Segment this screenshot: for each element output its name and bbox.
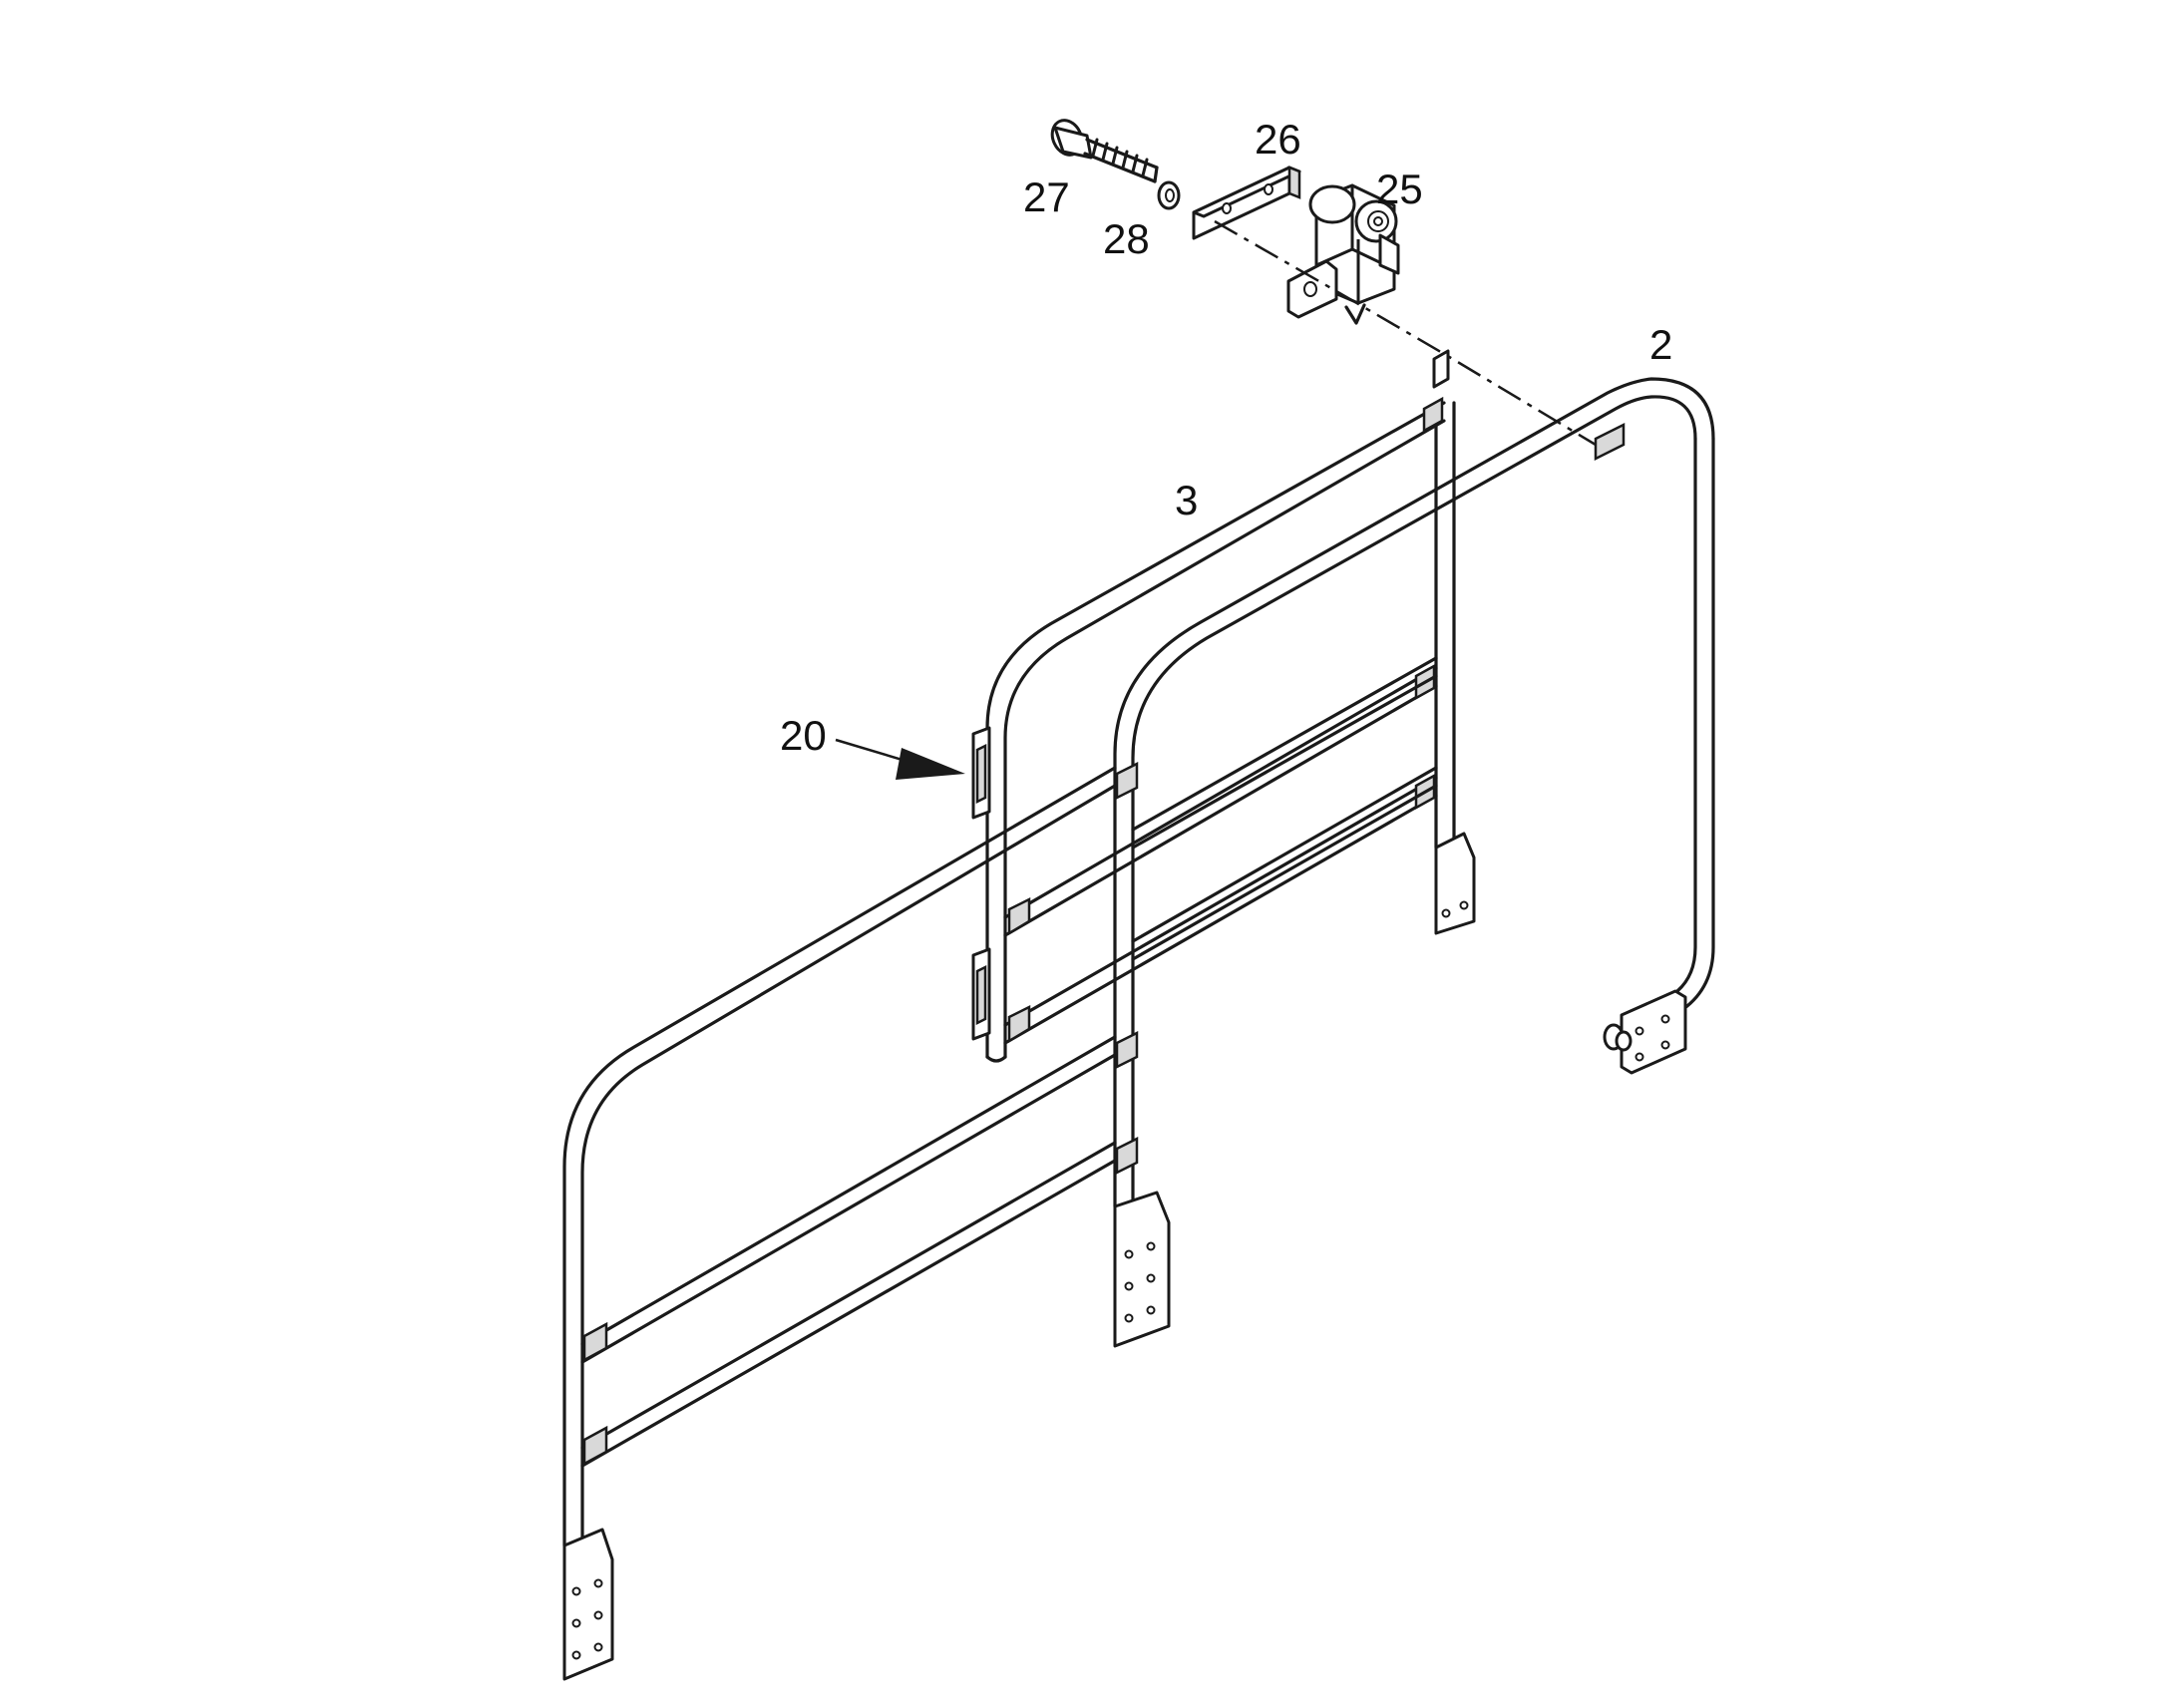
railing-2 bbox=[562, 377, 1715, 1681]
callout-2: 2 bbox=[1649, 321, 1672, 368]
callout-26: 26 bbox=[1255, 116, 1301, 163]
callout-27: 27 bbox=[1023, 173, 1070, 220]
callout-28: 28 bbox=[1103, 215, 1150, 262]
plate-26 bbox=[1192, 166, 1301, 240]
callout-3: 3 bbox=[1175, 477, 1198, 523]
alignment-line bbox=[1214, 219, 1597, 447]
arrowhead-20 bbox=[896, 748, 965, 780]
callout-25: 25 bbox=[1376, 166, 1423, 212]
callout-20: 20 bbox=[780, 712, 827, 759]
hinge-20 bbox=[971, 726, 991, 1041]
clamp-25 bbox=[1286, 183, 1400, 325]
washer-28 bbox=[1157, 180, 1181, 210]
bolt-27 bbox=[1050, 119, 1159, 183]
railing-3 bbox=[985, 349, 1476, 1063]
